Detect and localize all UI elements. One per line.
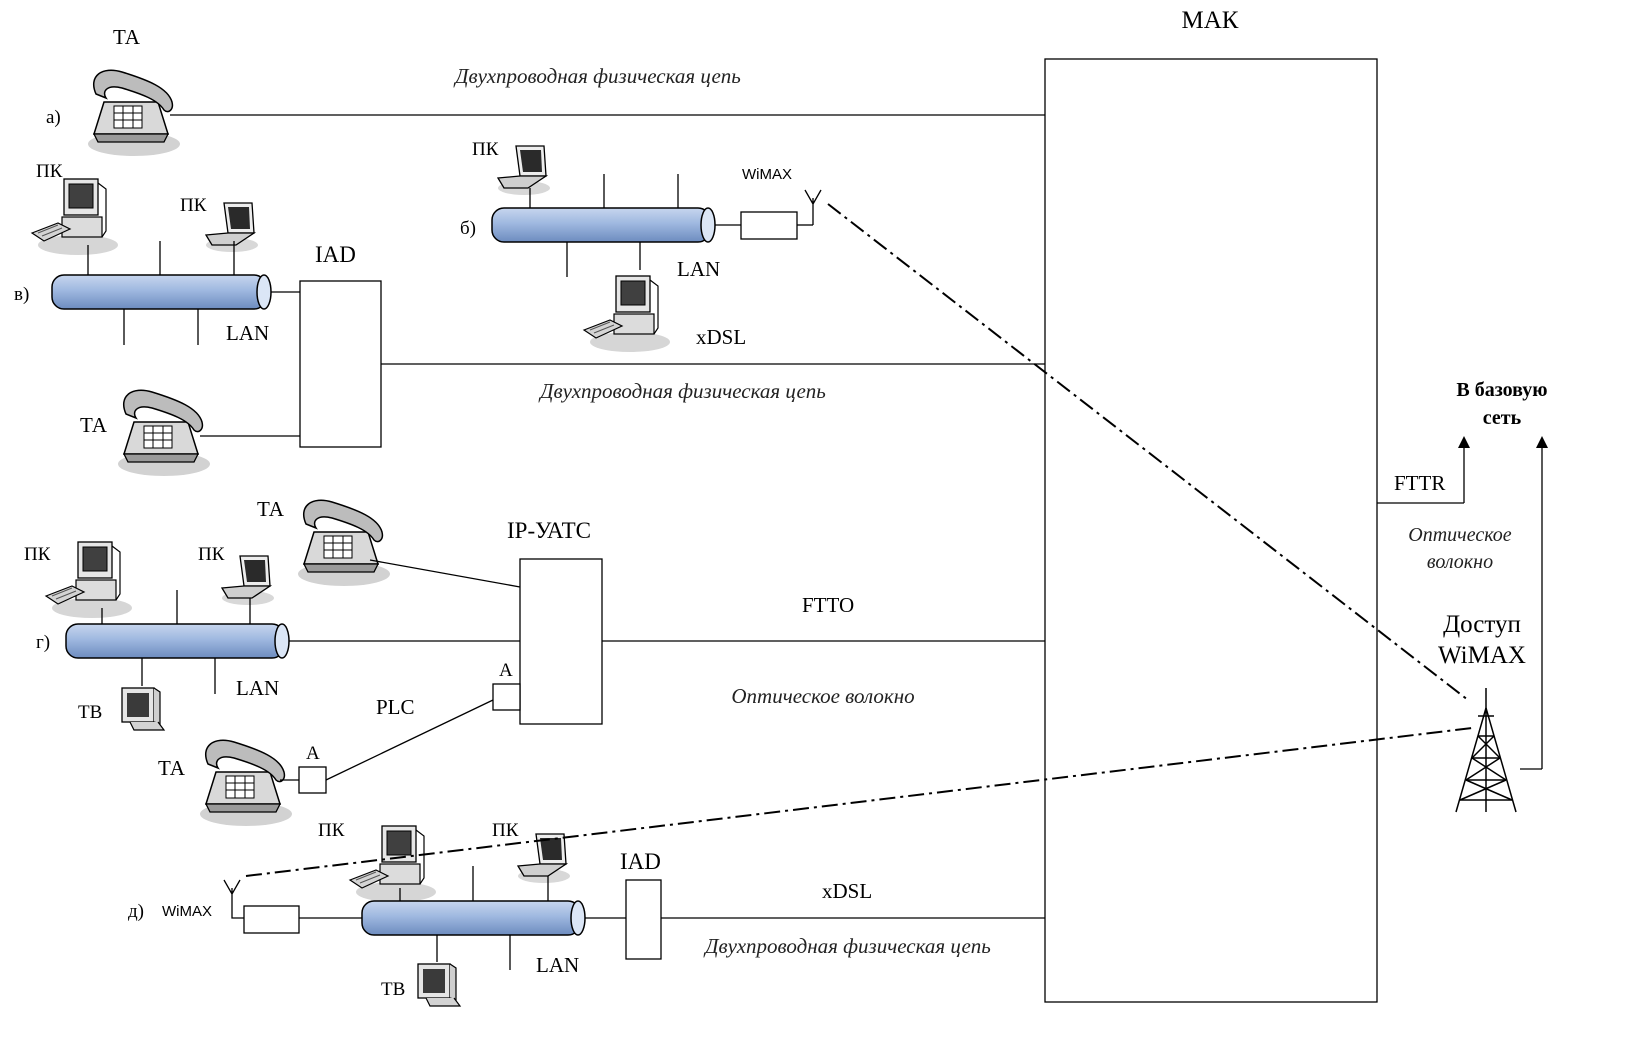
wimax-modem-d bbox=[243, 905, 300, 934]
telephone-icon bbox=[199, 739, 293, 827]
arrow-up-icon bbox=[1458, 436, 1470, 448]
pk-label-d1: ПК bbox=[318, 820, 345, 841]
mak-box bbox=[1044, 58, 1378, 1003]
adapter-label-2: А bbox=[306, 743, 320, 764]
optical-fiber-label-g: Оптическое волокно bbox=[731, 684, 914, 708]
wimax-label-b: WiMAX bbox=[742, 166, 792, 183]
wimax-radio-link-b bbox=[827, 203, 1469, 701]
lan-label-v: LAN bbox=[226, 321, 269, 345]
pk-label-b: ПК bbox=[472, 139, 499, 160]
wimax-modem-b bbox=[740, 211, 798, 240]
plc-adapter-box-1 bbox=[492, 683, 521, 711]
pk-label-d2: ПК bbox=[492, 820, 519, 841]
lan-label-b: LAN bbox=[677, 257, 720, 281]
ta-label-g2: ТА bbox=[158, 756, 186, 780]
two-wire-label-a: Двухпроводная физическая цепь bbox=[453, 64, 741, 88]
laptop-icon bbox=[497, 145, 551, 196]
pk-label-g2: ПК bbox=[198, 544, 225, 565]
iad-box-v bbox=[299, 280, 382, 448]
antenna-icon bbox=[223, 879, 244, 919]
arrow-up-icon bbox=[1536, 436, 1548, 448]
antenna-icon bbox=[804, 189, 822, 225]
ta-label-g1: ТА bbox=[257, 497, 285, 521]
lan-label-d: LAN bbox=[536, 953, 579, 977]
ta-label-v: ТА bbox=[80, 413, 108, 437]
mak-label: МАК bbox=[1182, 7, 1239, 34]
wimax-tower-icon bbox=[1455, 688, 1517, 813]
tv-label-d: ТВ bbox=[381, 979, 405, 1000]
pc-icon bbox=[583, 275, 671, 353]
ta-label-a: ТА bbox=[113, 25, 141, 49]
iad-box-d bbox=[625, 879, 662, 960]
scenario-g-label: г) bbox=[36, 632, 50, 653]
scenario-d-label: д) bbox=[128, 901, 144, 922]
pc-icon bbox=[349, 825, 437, 903]
lan-bus-g bbox=[65, 623, 290, 659]
telephone-icon bbox=[87, 69, 181, 157]
ip-pbx-box bbox=[519, 558, 603, 725]
laptop-icon bbox=[205, 202, 259, 253]
pk-label-g1: ПК bbox=[24, 544, 51, 565]
wimax-label-d: WiMAX bbox=[162, 903, 212, 920]
pk-label-v1: ПК bbox=[36, 161, 63, 182]
pc-icon bbox=[31, 178, 119, 256]
tv-icon bbox=[417, 963, 461, 1007]
tv-icon bbox=[121, 687, 165, 731]
xdsl-label-d: xDSL bbox=[822, 879, 872, 903]
wimax-access-label-2: WiMAX bbox=[1438, 642, 1526, 669]
fiber-label-r: волокно bbox=[1427, 551, 1493, 573]
plc-label: PLC bbox=[376, 695, 415, 719]
iad-label-v: IAD bbox=[315, 242, 356, 267]
scenario-b-label: б) bbox=[460, 218, 476, 239]
core-network-label-1: В базовую bbox=[1456, 379, 1547, 401]
two-wire-label-d: Двухпроводная физическая цепь bbox=[703, 934, 991, 958]
plc-adapter-box-2 bbox=[298, 766, 327, 794]
telephone-icon bbox=[117, 389, 211, 477]
laptop-icon bbox=[517, 833, 571, 884]
fttr-label: FTTR bbox=[1394, 471, 1445, 495]
ftto-label: FTTO bbox=[802, 593, 854, 617]
adapter-label-1: А bbox=[499, 660, 513, 681]
tv-label-g: ТВ bbox=[78, 702, 102, 723]
pk-label-v2: ПК bbox=[180, 195, 207, 216]
scenario-a-label: а) bbox=[46, 107, 61, 128]
line-plc bbox=[325, 699, 494, 781]
pc-icon bbox=[45, 541, 133, 619]
lan-bus-b bbox=[491, 207, 716, 243]
core-network-label-2: сеть bbox=[1483, 407, 1522, 429]
scenario-v-label: в) bbox=[14, 284, 29, 305]
optical-label-r: Оптическое bbox=[1408, 524, 1512, 546]
lan-bus-v bbox=[51, 274, 272, 310]
telephone-icon bbox=[297, 499, 391, 587]
two-wire-label-v: Двухпроводная физическая цепь bbox=[538, 379, 826, 403]
wimax-access-label-1: Доступ bbox=[1443, 611, 1521, 638]
iad-label-d: IAD bbox=[620, 849, 661, 874]
ip-pbx-label: IP-УАТС bbox=[507, 518, 591, 543]
lan-label-g: LAN bbox=[236, 676, 279, 700]
wimax-radio-link-d bbox=[245, 727, 1473, 877]
xdsl-label-b: xDSL bbox=[696, 325, 746, 349]
lan-bus-d bbox=[361, 900, 586, 936]
laptop-icon bbox=[221, 555, 275, 606]
